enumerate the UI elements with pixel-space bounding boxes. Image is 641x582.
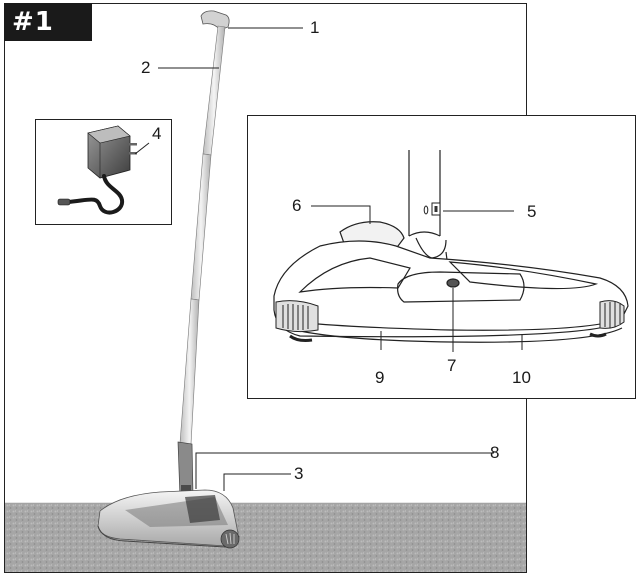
callout-2-pole: 2	[141, 58, 151, 77]
charger-inset	[35, 119, 172, 225]
base-closeup-image	[273, 150, 629, 343]
callout-7-release-button: 7	[447, 356, 457, 375]
charger-adapter-image	[57, 125, 137, 215]
figure-number-badge: #1	[4, 3, 92, 41]
callout-leader-lines	[134, 27, 523, 491]
callout-8-joint: 8	[490, 443, 500, 462]
callout-4-charger: 4	[152, 124, 162, 143]
callout-1-handle: 1	[310, 18, 320, 37]
callout-3-base: 3	[294, 464, 304, 483]
base-closeup-inset	[247, 115, 636, 399]
callout-9-brush: 9	[375, 368, 385, 387]
stick-vacuum-image	[97, 10, 240, 549]
carpet-edge	[5, 566, 526, 572]
callout-6-bumper: 6	[292, 196, 302, 215]
carpet-floor	[5, 502, 526, 572]
callout-10-brush: 10	[512, 368, 531, 387]
callout-5-charge-port: 5	[527, 202, 537, 221]
